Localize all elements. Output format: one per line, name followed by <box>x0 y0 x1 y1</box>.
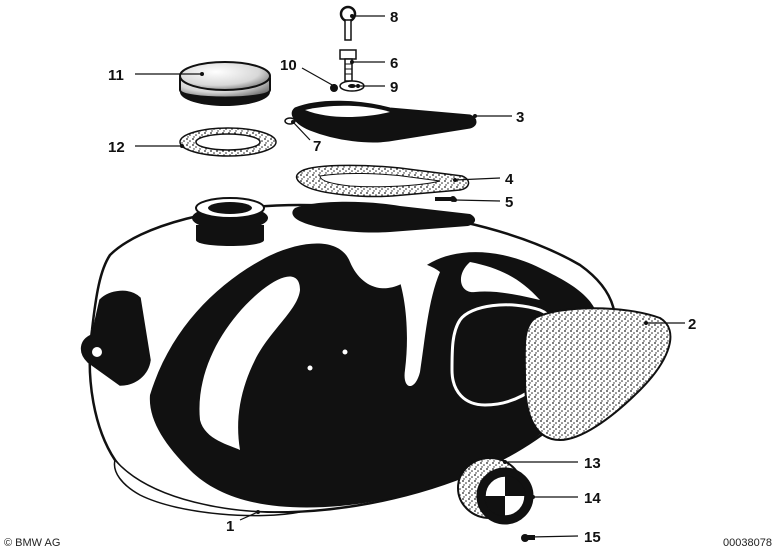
callout-7: 7 <box>313 138 321 155</box>
callout-15: 15 <box>584 529 601 546</box>
eye-bolt-8 <box>339 5 357 41</box>
callout-13: 13 <box>584 455 601 472</box>
knee-pad <box>523 307 672 442</box>
callout-5: 5 <box>505 194 513 211</box>
copyright-label: © BMW AG <box>4 537 60 549</box>
gasket-inner <box>319 172 441 188</box>
top-cover-highlight <box>305 105 390 117</box>
fuel-tank <box>80 197 617 517</box>
washer-9-hole <box>348 84 356 88</box>
callout-11: 11 <box>108 67 124 84</box>
filler-neck-opening <box>208 202 252 214</box>
tank-highlight-drip <box>395 262 440 387</box>
filler-cap-11 <box>179 61 271 106</box>
bolt-6 <box>339 49 357 82</box>
callout-8: 8 <box>390 9 398 26</box>
bracket-hole <box>92 347 102 357</box>
callout-6: 6 <box>390 55 398 72</box>
tank-screw-a <box>306 364 314 372</box>
bmw-emblem-14 <box>476 467 534 525</box>
tank-highlight-left <box>199 276 300 450</box>
callout-9: 9 <box>390 79 398 96</box>
tank-front-bracket <box>80 290 151 386</box>
callout-1: 1 <box>226 518 234 535</box>
callout-10: 10 <box>280 57 297 74</box>
callout-labels: 1 2 3 4 5 6 7 8 9 10 11 12 13 14 15 <box>108 9 696 546</box>
tank-lower-band <box>113 458 301 517</box>
cap-gasket-12 <box>179 127 277 157</box>
leader-lines <box>135 14 685 539</box>
diagram-number: 00038078 <box>723 537 772 549</box>
screw-5 <box>435 196 456 202</box>
callout-3: 3 <box>516 109 524 126</box>
screw-15 <box>521 534 535 542</box>
tank-screw-b <box>341 348 349 356</box>
callout-14: 14 <box>584 490 601 507</box>
callout-2: 2 <box>688 316 696 333</box>
tank-highlight-right <box>460 262 540 300</box>
tank-top-recess-cover <box>292 201 476 233</box>
callout-12: 12 <box>108 139 125 156</box>
callout-4: 4 <box>505 171 514 188</box>
filler-neck-threads <box>196 225 264 246</box>
